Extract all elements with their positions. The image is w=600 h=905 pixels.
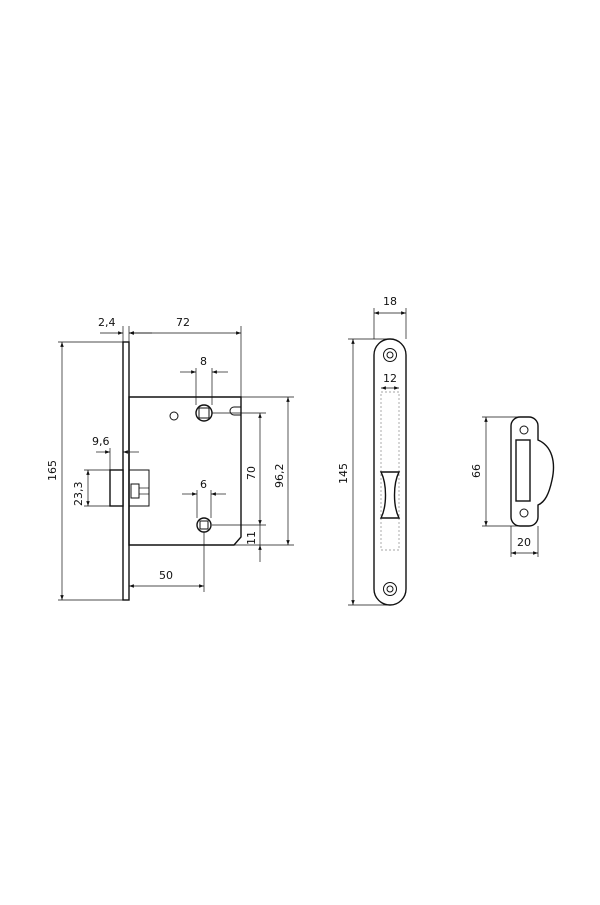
dim-strike-width: 20	[517, 536, 531, 549]
front-screw-bottom-outer	[383, 582, 397, 596]
lock-body	[128, 396, 242, 546]
strike-hole-top	[519, 425, 529, 435]
dim-faceplate-height: 165	[46, 460, 59, 481]
dim-center-distance: 70	[245, 466, 258, 480]
dim-front-width: 18	[383, 295, 397, 308]
dim-body-depth: 72	[176, 316, 190, 329]
dim-slot-width: 12	[383, 372, 397, 385]
dim-body-height: 96,2	[273, 464, 286, 489]
front-hidden-body	[380, 391, 400, 551]
front-view: 18 12 145	[337, 295, 407, 606]
lock-hole	[196, 517, 212, 533]
dim-strike-height: 66	[470, 464, 483, 478]
strike-opening	[515, 439, 531, 502]
dim-backset: 50	[159, 569, 173, 582]
dim-handle-hole: 8	[200, 355, 207, 368]
side-view: 2,4 72 8 6 70 11 96,2 9,6 23,3 165	[46, 316, 294, 601]
handle-square	[198, 407, 210, 419]
handle-hole	[195, 404, 213, 422]
front-screw-top-outer	[383, 348, 397, 362]
front-latch-slot	[379, 471, 401, 519]
strike-plate-view: 66 20	[470, 416, 555, 557]
dim-front-length: 145	[337, 463, 350, 484]
dim-latch-projection: 9,6	[92, 435, 110, 448]
strike-plate	[510, 416, 555, 527]
dim-latch-height: 23,3	[72, 482, 85, 507]
side-slot	[229, 406, 241, 416]
lock-square	[199, 520, 209, 530]
dim-faceplate-thickness: 2,4	[98, 316, 116, 329]
latch-spring	[130, 483, 140, 499]
front-screw-bottom-inner	[386, 585, 394, 593]
dim-lock-hole: 6	[200, 478, 207, 491]
faceplate	[122, 341, 130, 601]
front-screw-top-inner	[386, 351, 394, 359]
strike-hole-bottom	[519, 508, 529, 518]
dim-lower-offset: 11	[245, 531, 258, 545]
latch-bolt	[109, 469, 124, 507]
mounting-hole	[169, 411, 179, 421]
